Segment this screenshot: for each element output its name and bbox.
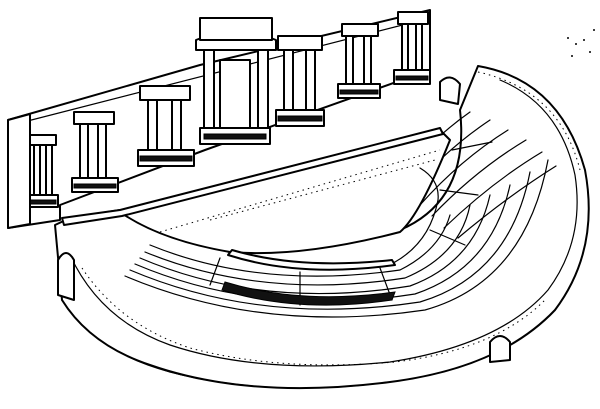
colonnade-left — [27, 134, 59, 208]
orchestra — [119, 129, 451, 271]
colonnade-left-center — [71, 111, 119, 193]
stage-edge — [61, 127, 444, 226]
colonnade-center-left — [137, 85, 195, 167]
colonnade-right — [337, 23, 381, 99]
arch-opening-left — [57, 252, 75, 301]
tier-shadow — [221, 281, 396, 306]
arch-opening-front — [489, 335, 511, 363]
side-wall-left — [7, 113, 31, 229]
colonnade-center-right — [275, 35, 325, 127]
speckle-marks — [567, 29, 595, 57]
central-aedicula — [195, 17, 277, 145]
arch-opening-right — [439, 76, 461, 105]
colonnade-far-right — [393, 11, 431, 85]
